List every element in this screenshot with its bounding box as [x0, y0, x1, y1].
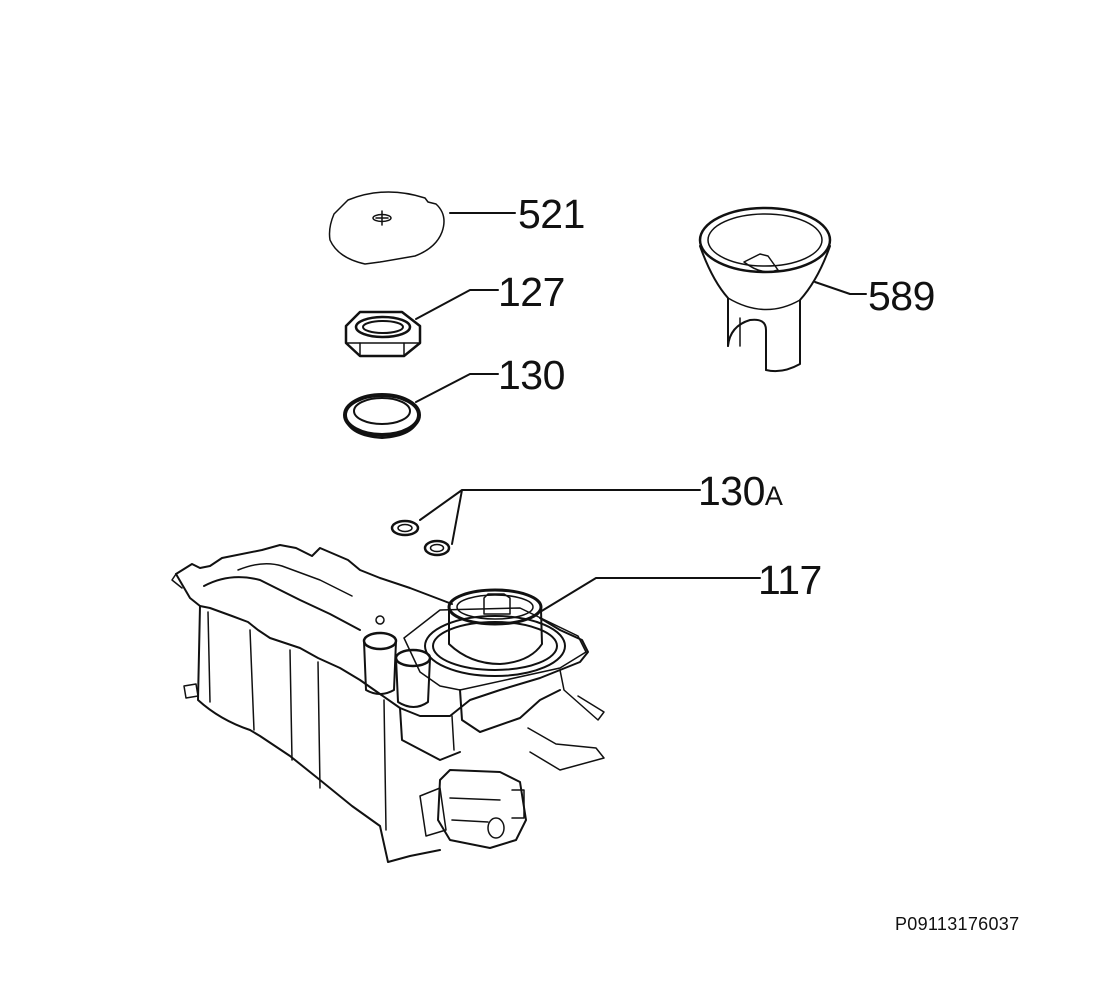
- callout-130: 130: [498, 352, 565, 398]
- part-130a-orings: [392, 521, 449, 555]
- callout-521: 521: [518, 191, 585, 237]
- leader-589: [815, 282, 866, 294]
- callout-127: 127: [498, 269, 565, 315]
- leader-130: [416, 374, 498, 402]
- leader-117: [540, 578, 760, 612]
- drawing-code: P09113176037: [895, 914, 1020, 934]
- callout-117: 117: [758, 557, 822, 603]
- part-127-nut: [346, 312, 420, 356]
- part-130-ring: [345, 395, 419, 438]
- callout-130a: 130A: [698, 468, 783, 517]
- part-521-cap: [330, 192, 445, 264]
- leader-130a: [420, 490, 700, 544]
- part-589-funnel: [700, 208, 830, 371]
- part-117-housing: [172, 545, 604, 862]
- callout-589: 589: [868, 273, 935, 319]
- callout-130a-number: 130: [698, 468, 765, 514]
- leader-lines: [416, 213, 866, 612]
- leader-127: [416, 290, 498, 319]
- callout-130a-suffix: A: [764, 481, 783, 511]
